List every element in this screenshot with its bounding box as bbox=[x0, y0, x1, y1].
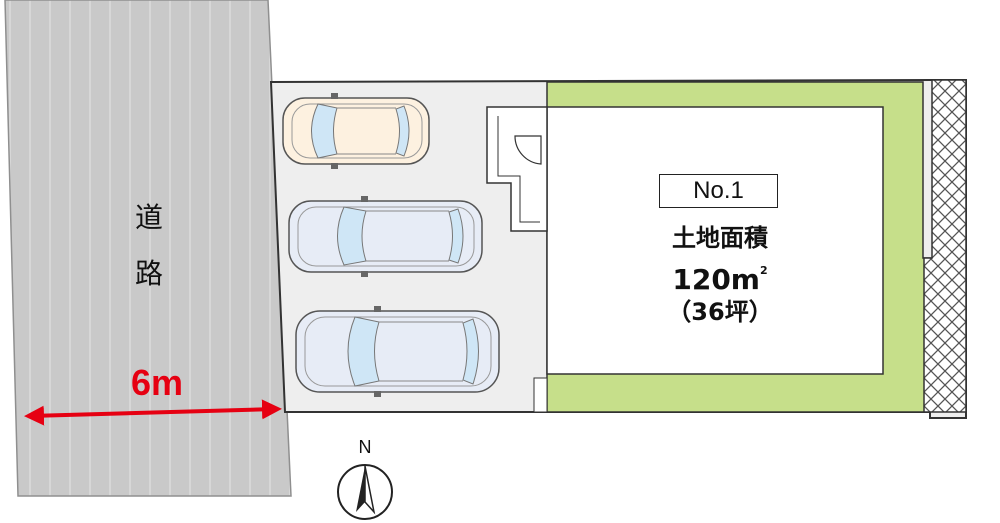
land-area-sqm-superscript: 2 bbox=[759, 264, 768, 277]
road bbox=[4, 0, 292, 497]
land-area-sqm-value: 120m bbox=[672, 263, 760, 296]
road-label-line2: 路 bbox=[134, 257, 163, 290]
car-2 bbox=[288, 196, 483, 277]
retaining-wall bbox=[923, 79, 967, 413]
north-label: N bbox=[358, 437, 372, 457]
land-area-tsubo: （36坪） bbox=[667, 298, 773, 326]
entrance-inner-outline bbox=[497, 116, 540, 223]
plot-number-badge: No.1 bbox=[659, 174, 778, 208]
road-width-label: 6m bbox=[130, 362, 184, 403]
step-block bbox=[533, 377, 548, 413]
road-width-arrow bbox=[24, 399, 282, 426]
land-area-sqm: 120m2 bbox=[640, 254, 800, 297]
road-label-line1: 道 bbox=[134, 201, 163, 234]
car-3 bbox=[295, 306, 500, 397]
north-arrow-icon bbox=[337, 464, 393, 520]
door-swing bbox=[514, 135, 542, 165]
land-area-block: 土地面積 120m2 （36坪） bbox=[640, 222, 800, 327]
building-footprint bbox=[546, 106, 884, 375]
land-area-title: 土地面積 bbox=[672, 224, 768, 252]
car-1 bbox=[282, 93, 430, 169]
